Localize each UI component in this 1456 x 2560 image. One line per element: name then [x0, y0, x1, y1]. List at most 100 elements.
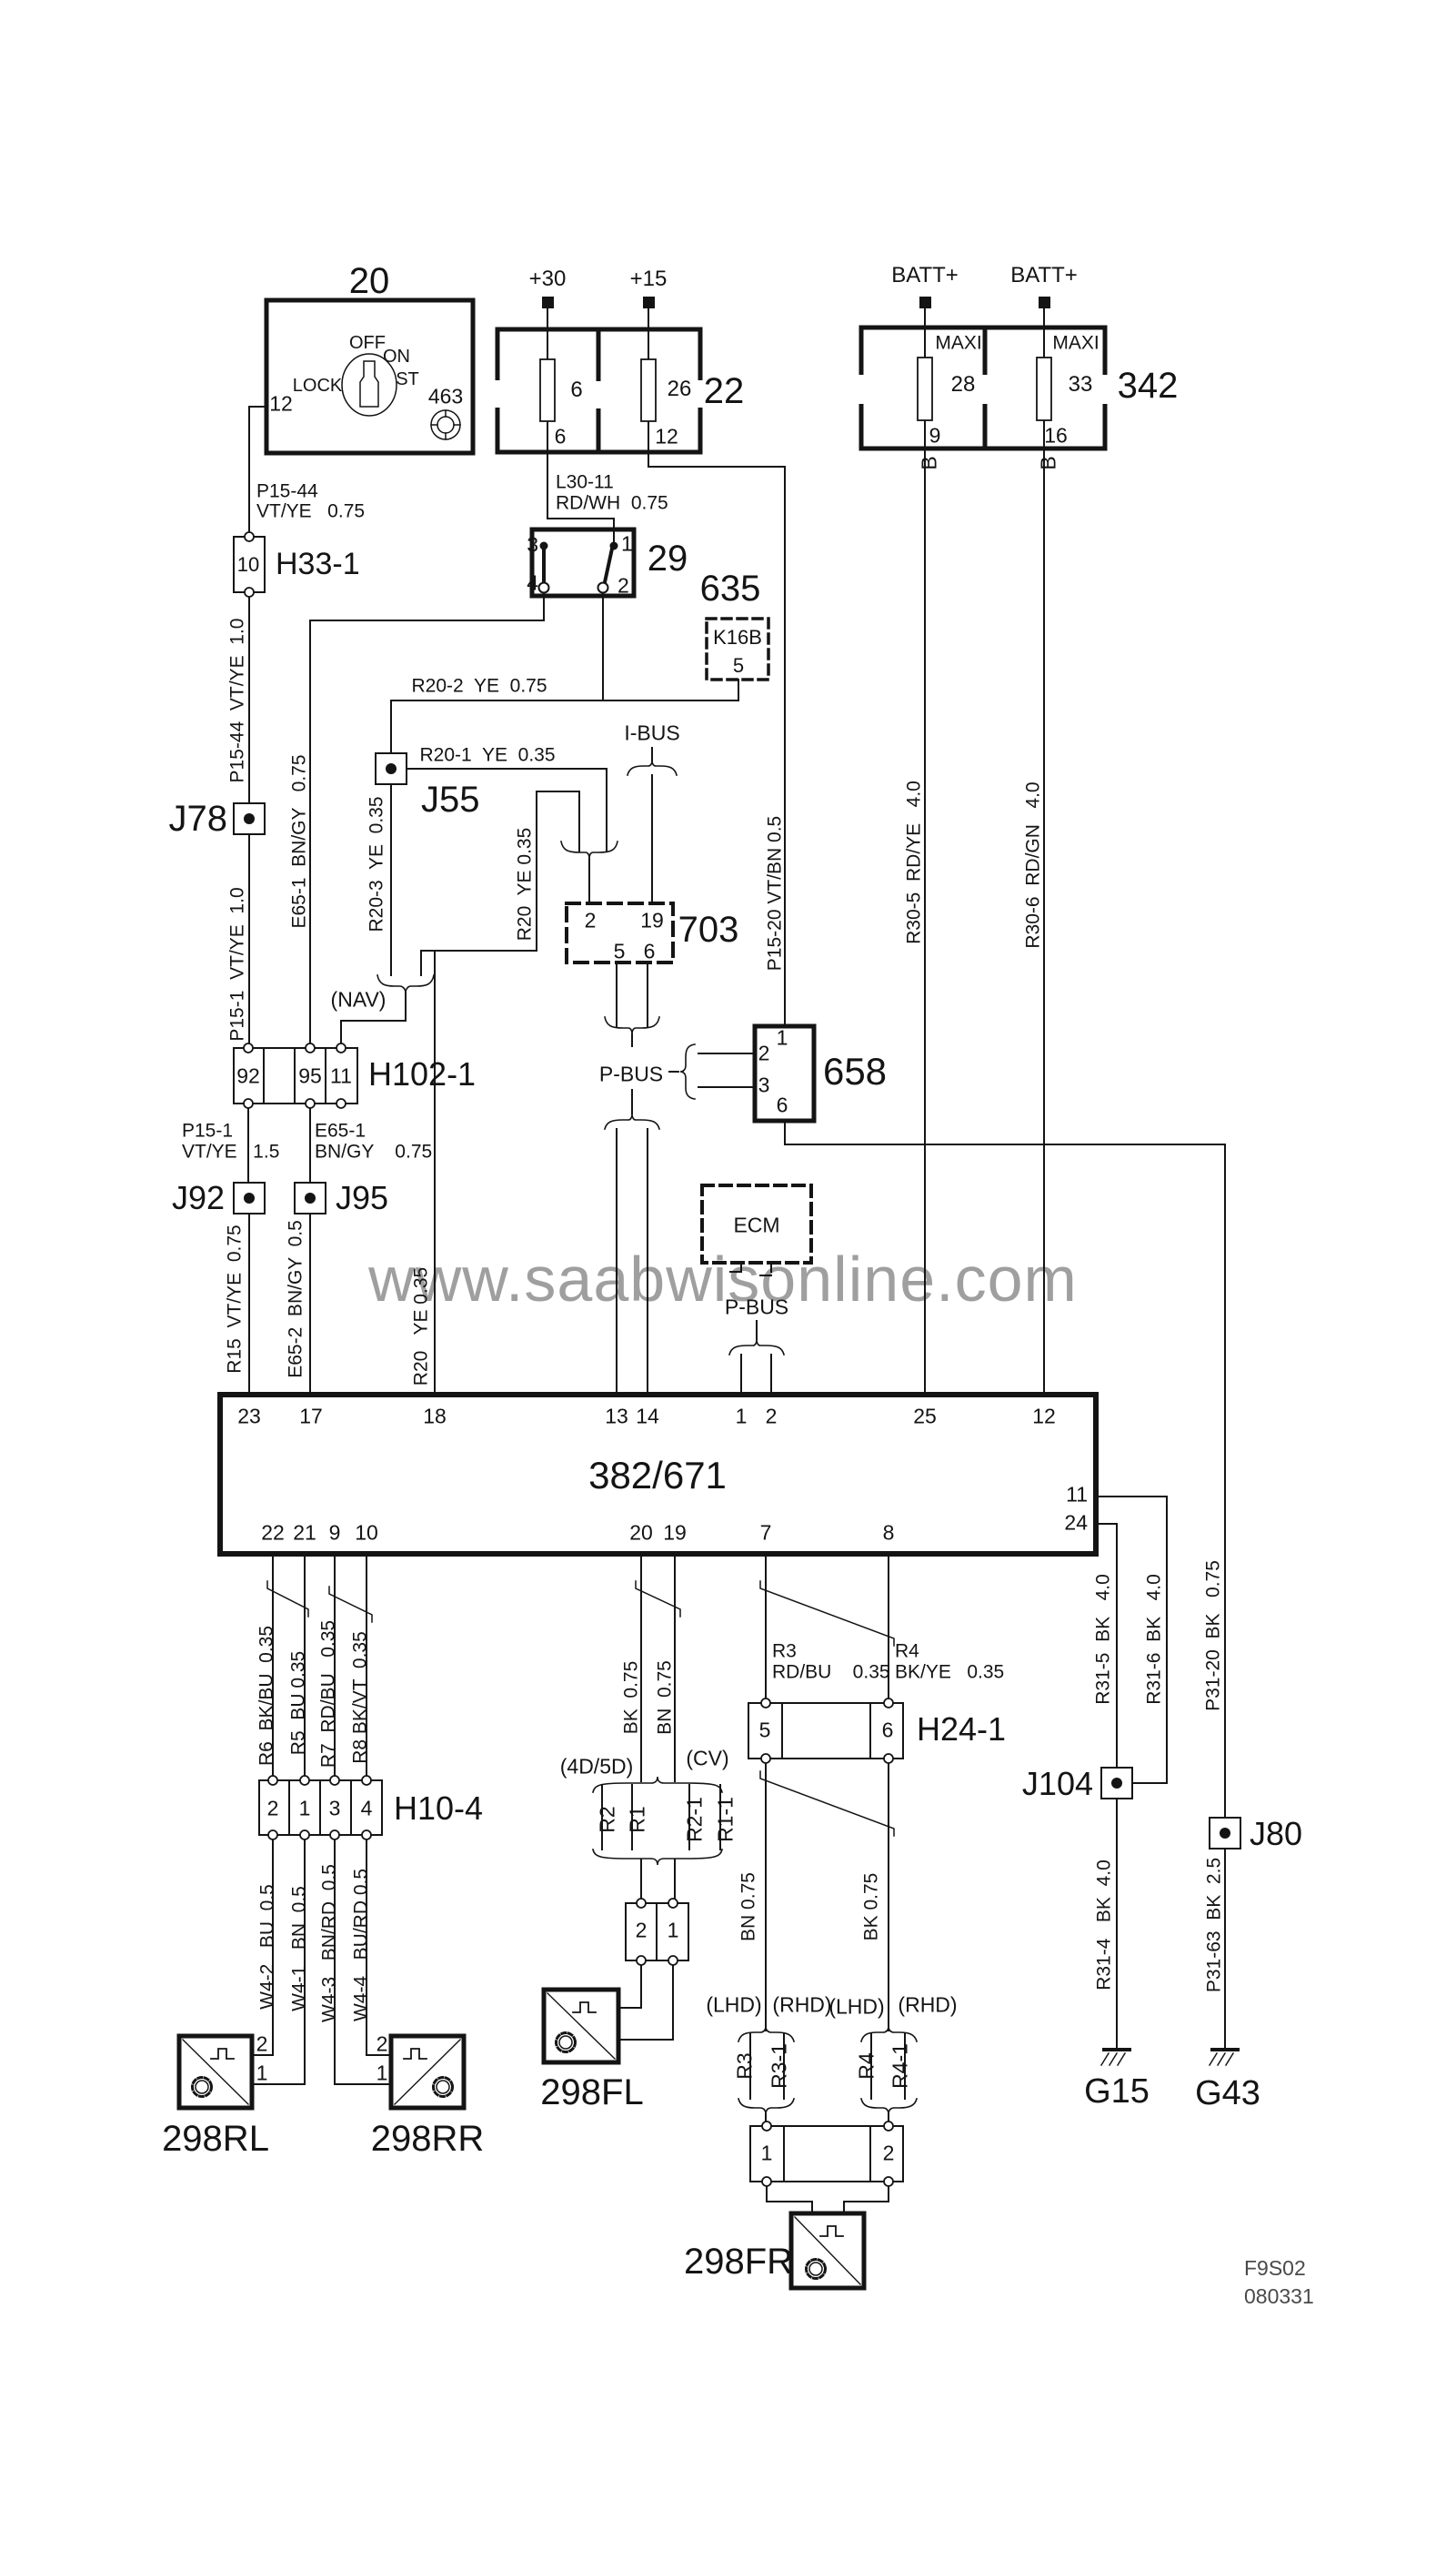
sensor-298rl-pin-2: 2 [256, 2031, 268, 2056]
ignition-off: OFF [349, 333, 386, 353]
maxi-label-1: MAXI [935, 332, 982, 354]
ecu-pin-21: 21 [293, 1520, 316, 1545]
bus-p-bus-1: P-BUS [598, 1062, 664, 1086]
connector-463-icon [430, 409, 461, 440]
fuse-28-pin: 9 [929, 423, 941, 448]
ecu-pin-17: 17 [299, 1404, 323, 1428]
wire-e65-2-vert: E65-2 BN/GY 0.5 [285, 1220, 306, 1378]
wire-w4-3-vert: W4-3 BN/RD 0.5 [318, 1864, 340, 2022]
variant-lhd-1: (LHD) [706, 1992, 762, 2017]
wire-p15-1-color: VT/YE 1.5 [182, 1141, 280, 1163]
wire-r4-vert: R4 [854, 2052, 879, 2080]
terminal-plus30: +30 [528, 267, 567, 291]
junction-j95-box [294, 1182, 326, 1214]
ignition-lock: LOCK [292, 376, 343, 396]
variant-lhd-2: (LHD) [828, 1994, 885, 2019]
ecu-382-671-box [217, 1392, 1099, 1557]
doc-ref-code: F9S02 [1244, 2256, 1306, 2280]
junction-j92: J92 [171, 1179, 225, 1216]
pulse-icons [210, 2001, 844, 2237]
brace-r3-bottom [738, 2098, 795, 2115]
ecu-pin-12: 12 [1032, 1404, 1056, 1428]
variant-rhd-1: (RHD) [772, 1992, 832, 2017]
wire-e65-1-name: E65-1 [315, 1120, 367, 1142]
junction-j78: J78 [168, 799, 228, 839]
fuse-26 [640, 358, 657, 422]
wire-r20-vert-2: R20 YE 0.35 [410, 1266, 432, 1386]
module-658-number: 658 [822, 1050, 888, 1093]
wire-r4-1-vert: R4-1 [888, 2043, 912, 2089]
wire-e65-1 [309, 591, 545, 1396]
brace-merge-703 [560, 841, 618, 860]
ecu-pin-13: 13 [605, 1404, 628, 1428]
relay-pin-4: 4 [527, 570, 538, 595]
conn-h33-1: H33-1 [276, 547, 360, 581]
ignition-conn-463: 463 [427, 384, 464, 408]
wire-r3-vert: R3 [732, 2052, 757, 2080]
junction-j55-box [375, 752, 407, 785]
variant-4d5d: (4D/5D) [559, 1754, 634, 1779]
wire-fr-bottom [766, 2181, 889, 2214]
ground-g43: G43 [1195, 2074, 1260, 2112]
module-658-pin-2: 2 [758, 1041, 770, 1065]
ecu-pin-11: 11 [1066, 1482, 1088, 1507]
junction-j78-box [233, 802, 266, 835]
wire-r2-vert: R2 [595, 1806, 619, 1833]
ecu-pin-10: 10 [355, 1520, 378, 1545]
junction-j80: J80 [1250, 1815, 1303, 1852]
wire-r5-vert: R5 BU 0.35 [287, 1650, 309, 1756]
wire-p31-20-vert: P31-20 BK 0.75 [1202, 1560, 1224, 1711]
h10-4-pin-4: 4 [360, 1796, 373, 1820]
h102-1-pin-92: 92 [236, 1063, 260, 1088]
wire-r20-2: R20-2 YE 0.75 [411, 675, 547, 697]
ignition-on: ON [383, 347, 410, 367]
sensor-298fr-box [788, 2211, 867, 2291]
brace-variant-bottom [592, 1849, 723, 1866]
junction-dots [244, 763, 1230, 1839]
wire-nav-drop [340, 991, 407, 1049]
fuse-26-number: 26 [667, 377, 692, 401]
brace-r4-top [860, 2025, 918, 2042]
brace-variant-top [592, 1776, 723, 1793]
module-658-pin-3: 3 [758, 1073, 770, 1097]
wire-r31-5-vert: R31-5 BK 4.0 [1092, 1574, 1114, 1705]
wire-r4-name: R4 [895, 1640, 919, 1662]
sensor-298rr-box [388, 2033, 467, 2111]
sensor-298fl-name: 298FL [540, 2072, 644, 2112]
relay-pin-3: 3 [527, 532, 538, 557]
module-703-pin-19: 19 [640, 908, 664, 932]
ecu-pin-24: 24 [1064, 1510, 1088, 1535]
sensor-298fr-name: 298FR [683, 2242, 794, 2282]
battery-terminals [542, 297, 1050, 308]
brace-ecm [728, 1338, 785, 1356]
module-k16b-box [705, 617, 770, 681]
wire-w4-2-vert: W4-2 BU 0.5 [256, 1884, 278, 2010]
wire-fr-top [765, 1553, 889, 2031]
module-703-number: 703 [678, 910, 739, 950]
wire-658-ground-run [784, 1120, 1226, 2051]
ecu-pin-7: 7 [759, 1520, 772, 1545]
terminal-batt-2: BATT+ [1010, 263, 1078, 287]
module-658-pin-1: 1 [776, 1025, 788, 1050]
wire-r2-1-vert: R2-1 [682, 1797, 707, 1842]
wire-r6-vert: R6 BK/BU 0.35 [256, 1625, 277, 1767]
wire-w4-1-vert: W4-1 BN 0.5 [288, 1886, 310, 2011]
wire-ecm-stubs [729, 1262, 772, 1396]
module-703-box [565, 902, 675, 964]
brace-p-bus-top [604, 1016, 660, 1035]
ecu-number: 382/671 [588, 1454, 727, 1497]
ground-g43-icon [1208, 2048, 1240, 2067]
wire-r30-6-vert: R30-6 RD/GN 4.0 [1022, 781, 1044, 949]
ecu-pin-1: 1 [735, 1404, 748, 1428]
fuse-33-number: 33 [1068, 372, 1093, 397]
wire-p15-20-vert: P15-20 VT/BN 0.5 [764, 815, 786, 972]
conn-298fl-pin-1: 1 [667, 1918, 679, 1942]
relay-29-number: 29 [647, 539, 688, 579]
wire-left-chain [247, 406, 267, 1396]
wire-r20-vert-1: R20 YE 0.35 [514, 827, 536, 942]
sensor-298rr-pin-1: 1 [376, 2061, 388, 2085]
wire-r4-color: BK/YE 0.35 [895, 1661, 1005, 1683]
sensor-298rr-pin-2: 2 [376, 2031, 388, 2056]
